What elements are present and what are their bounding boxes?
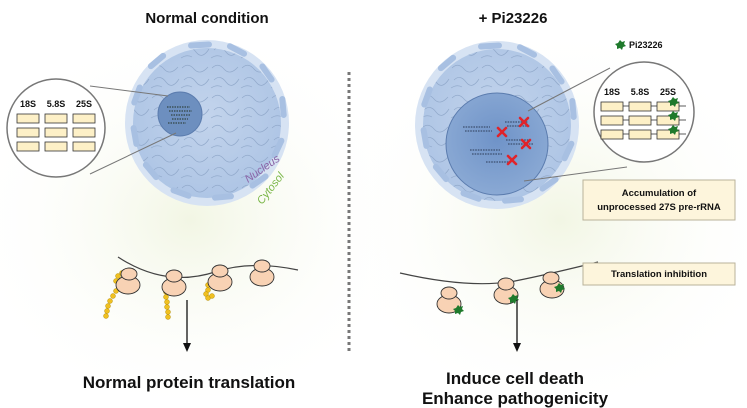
right-title: + Pi23226	[479, 10, 548, 27]
compound-legend-label: Pi23226	[629, 40, 663, 50]
accumulation-line-2: unprocessed 27S pre-rRNA	[597, 202, 721, 213]
left-rrna-magnifier: 18S 5.8S 25S	[6, 78, 106, 178]
left-membrane-segments	[130, 41, 287, 201]
blocked-x-mark	[520, 138, 532, 150]
compound-icon	[668, 125, 679, 135]
left-chromatin-texture	[133, 48, 281, 198]
compound-legend: Pi23226	[615, 40, 663, 50]
left-nucleolus	[157, 91, 203, 137]
right-rrna-boxes	[600, 101, 680, 140]
right-mrna	[399, 261, 599, 285]
bound-compound-icons	[668, 97, 679, 135]
right-label-5-8s: 5.8S	[631, 87, 650, 97]
right-result-line-1: Induce cell death	[446, 369, 584, 388]
compound-icon	[615, 40, 626, 50]
accumulation-box: Accumulation of unprocessed 27S pre-rRNA	[582, 179, 736, 221]
translation-inhibition-label: Translation inhibition	[611, 269, 707, 280]
left-label-25s: 25S	[76, 99, 92, 109]
ribosome	[115, 267, 141, 295]
right-nucleolus-enlarged	[445, 92, 549, 196]
left-translation	[103, 256, 299, 320]
right-zoom-line-top	[527, 67, 611, 112]
right-result-line-2: Enhance pathogenicity	[422, 389, 609, 408]
left-label-5-8s: 5.8S	[47, 99, 66, 109]
blocked-x-mark	[496, 126, 508, 138]
right-label-25s: 25S	[660, 87, 676, 97]
ribosome	[249, 259, 275, 287]
left-result: Normal protein translation	[83, 373, 296, 392]
left-rrna-marks	[167, 106, 192, 124]
right-translation	[399, 261, 599, 315]
translation-inhibition-box: Translation inhibition	[582, 262, 736, 286]
compound-icon	[554, 283, 565, 293]
ribosome	[207, 264, 233, 292]
right-label-18s: 18S	[604, 87, 620, 97]
unprocessed-linkers	[623, 105, 686, 135]
right-rrna-magnifier: 18S 5.8S 25S	[593, 61, 695, 163]
accumulation-line-1: Accumulation of	[622, 188, 697, 199]
processing-blocked-marks	[496, 116, 532, 166]
ribosome	[161, 269, 187, 297]
ribosome-bound-compounds	[453, 283, 565, 315]
right-zoom-line-bottom	[523, 166, 628, 182]
left-rrna-boxes	[16, 113, 96, 152]
left-zoom-line-bottom	[89, 132, 177, 175]
left-title: Normal condition	[145, 10, 268, 27]
left-zoom-line-top	[89, 85, 169, 97]
compound-icon	[453, 305, 464, 315]
left-cell: Nucleus Cytosol	[125, 40, 289, 207]
left-down-arrowhead	[183, 343, 191, 352]
compound-icon	[668, 97, 679, 107]
compound-icon	[668, 111, 679, 121]
right-ribosomes	[436, 271, 565, 314]
blocked-x-mark	[518, 116, 530, 128]
ribosome	[539, 271, 565, 299]
compound-icon	[508, 294, 519, 304]
blocked-x-mark	[506, 154, 518, 166]
right-cell	[415, 41, 579, 209]
right-membrane-segments	[420, 42, 577, 204]
right-down-arrowhead	[513, 343, 521, 352]
left-ribosomes	[115, 259, 275, 297]
left-label-18s: 18S	[20, 99, 36, 109]
